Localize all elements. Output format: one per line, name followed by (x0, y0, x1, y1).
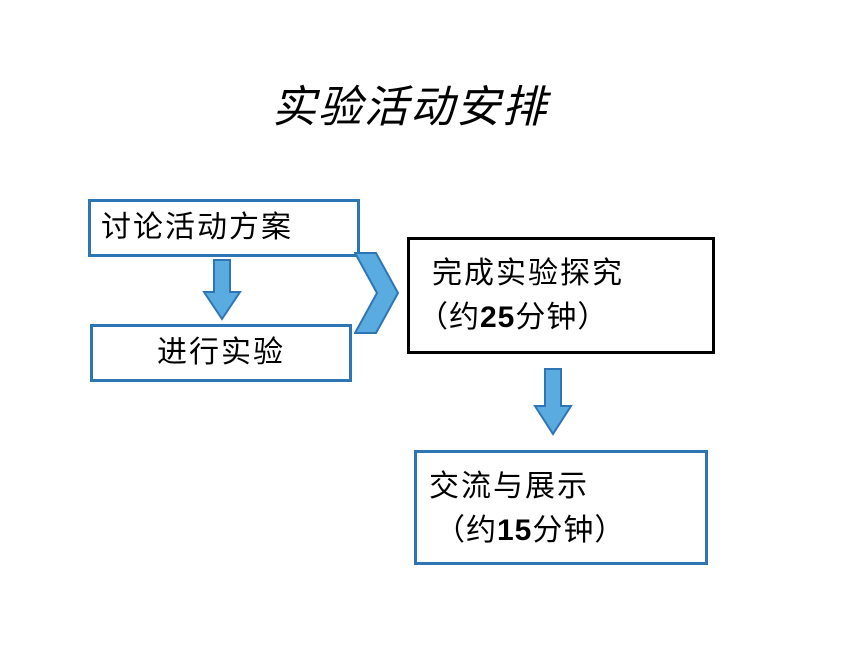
complete-inquiry-duration: （约25分钟） (418, 300, 609, 335)
exchange-display-minutes: 15 (497, 514, 533, 547)
down-arrow-icon (533, 368, 573, 436)
down-arrow-icon (202, 259, 242, 321)
exchange-display-box: 交流与展示 （约15分钟） (414, 450, 708, 565)
complete-inquiry-minutes: 25 (480, 301, 516, 334)
exchange-display-duration: （约15分钟） (435, 513, 626, 548)
conduct-experiment-box: 进行实验 (90, 324, 352, 382)
discuss-plan-label: 讨论活动方案 (101, 210, 293, 245)
complete-inquiry-label: 完成实验探究 (432, 256, 624, 291)
chevron-right-icon (354, 252, 400, 334)
conduct-experiment-label: 进行实验 (157, 335, 285, 370)
slide-title: 实验活动安排 (272, 82, 548, 133)
exchange-display-label: 交流与展示 (429, 469, 589, 504)
complete-inquiry-box: 完成实验探究 （约25分钟） (407, 237, 715, 354)
discuss-plan-box: 讨论活动方案 (88, 199, 360, 257)
